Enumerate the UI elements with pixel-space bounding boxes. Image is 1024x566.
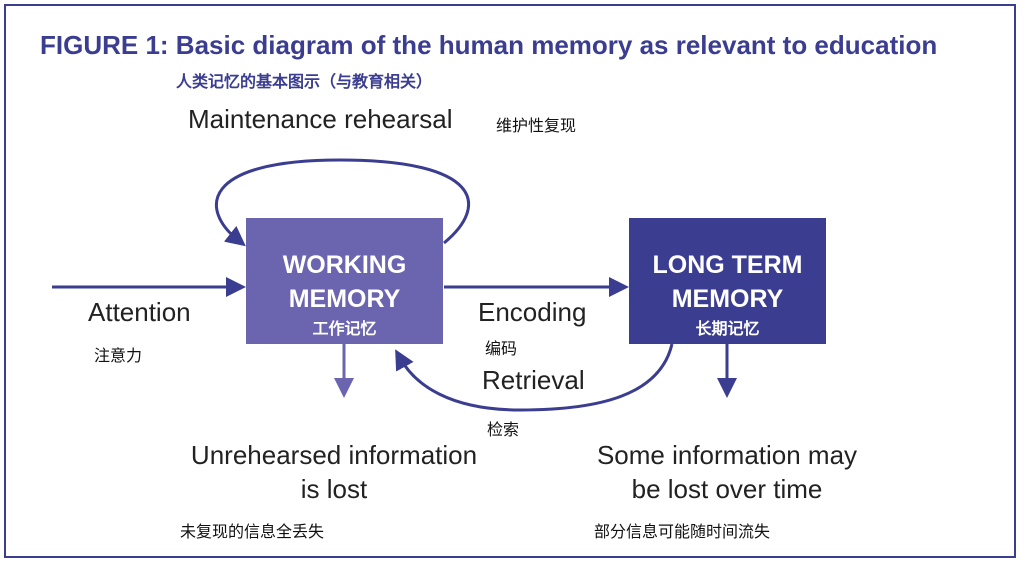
retrieval-arrow: [395, 343, 674, 412]
retrieval-zh: 检索: [487, 420, 520, 439]
maintenance-loop-arrow: [215, 158, 470, 247]
retrieval-label: Retrieval: [482, 365, 585, 395]
unrehearsed-line2: is lost: [300, 474, 368, 504]
attention-zh: 注意力: [94, 346, 143, 365]
figure-title: FIGURE 1: Basic diagram of the human mem…: [40, 30, 938, 60]
long-term-loss-arrowhead: [717, 378, 737, 398]
figure-frame: [4, 4, 1016, 558]
maintenance-label: Maintenance rehearsal: [188, 104, 453, 134]
unrehearsed-loss-arrowhead: [334, 378, 354, 398]
lost-over-time-text: Some information may be lost over time: [566, 438, 888, 506]
long-term-memory-zh: 长期记忆: [695, 319, 760, 338]
unrehearsed-line1: Unrehearsed information: [190, 440, 478, 470]
unrehearsed-text: Unrehearsed information is lost: [168, 438, 500, 506]
maintenance-zh: 维护性复现: [496, 116, 577, 135]
attention-label: Attention: [88, 297, 191, 327]
unrehearsed-zh: 未复现的信息全丢失: [180, 522, 325, 541]
working-memory-line2: MEMORY: [288, 285, 401, 313]
figure-subtitle: 人类记忆的基本图示（与教育相关）: [176, 72, 433, 91]
working-memory-line1: WORKING: [282, 251, 407, 279]
lost-over-time-line1: Some information may: [596, 440, 858, 470]
lost-over-time-line2: be lost over time: [631, 474, 823, 504]
encoding-label: Encoding: [478, 297, 587, 327]
working-memory-box: WORKING MEMORY 工作记忆: [246, 218, 443, 344]
working-memory-zh: 工作记忆: [312, 319, 377, 338]
long-term-memory-line2: MEMORY: [671, 285, 784, 313]
encoding-zh: 编码: [485, 339, 518, 358]
long-term-memory-line1: LONG TERM: [652, 251, 803, 279]
long-term-memory-box: LONG TERM MEMORY 长期记忆: [629, 218, 826, 344]
lost-over-time-zh: 部分信息可能随时间流失: [594, 522, 771, 541]
